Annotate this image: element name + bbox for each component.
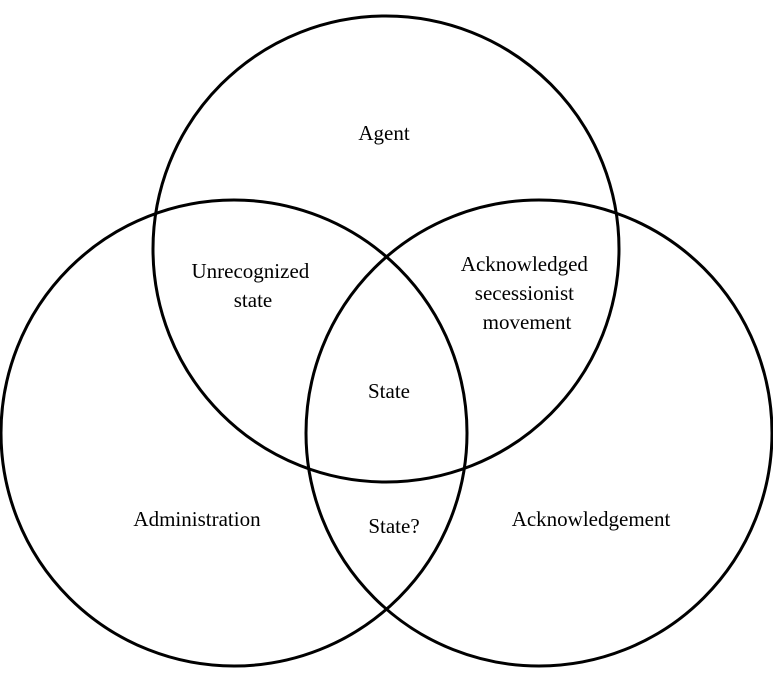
- label-state-question: State?: [368, 514, 419, 538]
- label-acknowledged-line-3: movement: [483, 310, 572, 334]
- label-agent: Agent: [358, 121, 409, 145]
- label-acknowledged-secessionist-movement: Acknowledged secessionist movement: [461, 252, 593, 334]
- circle-acknowledgement: [304, 198, 773, 668]
- label-administration: Administration: [133, 507, 261, 531]
- label-acknowledged-line-2: secessionist: [475, 281, 574, 305]
- label-acknowledgement: Acknowledgement: [512, 507, 671, 531]
- circle-administration: [0, 198, 469, 668]
- circles: [0, 14, 773, 668]
- label-unrecognized-state-line-2: state: [234, 288, 272, 312]
- label-state: State: [368, 379, 410, 403]
- label-unrecognized-state: Unrecognized state: [191, 259, 314, 312]
- label-unrecognized-state-line-1: Unrecognized: [191, 259, 309, 283]
- labels: Agent Unrecognized state Acknowledged se…: [133, 121, 670, 538]
- circle-agent: [151, 14, 621, 484]
- label-acknowledged-line-1: Acknowledged: [461, 252, 589, 276]
